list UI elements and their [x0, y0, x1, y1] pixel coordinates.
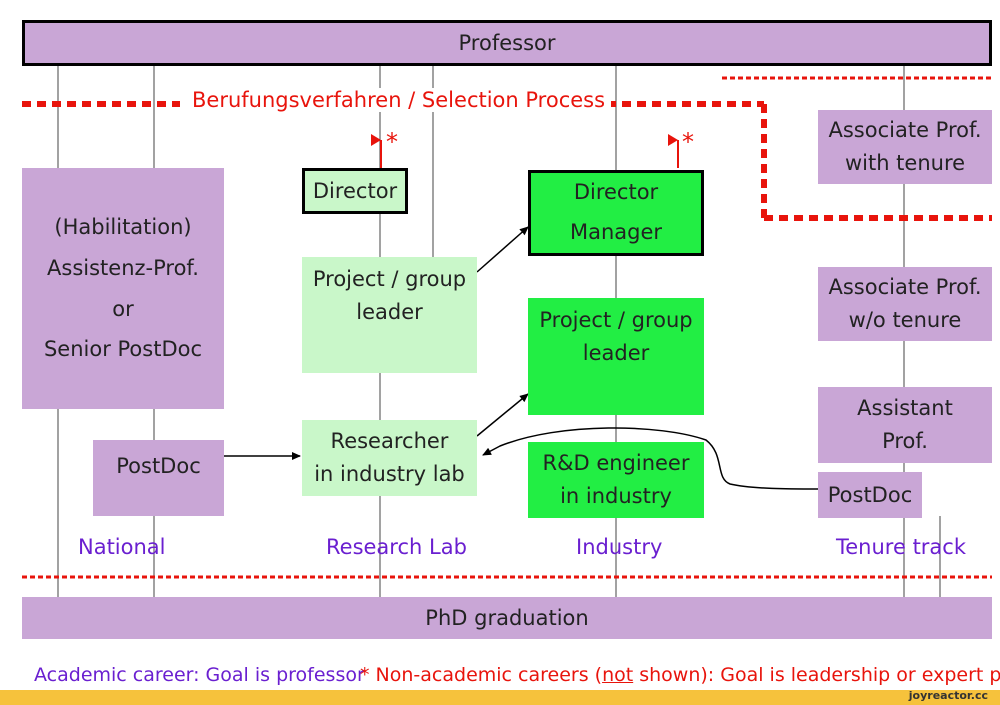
project-leader-industry-box: Project / group leader	[528, 298, 704, 415]
director-manager-box: Director Manager	[528, 170, 704, 256]
asterisk-industry: *	[682, 128, 694, 156]
associate-prof-wo-tenure-line: Associate Prof.	[828, 275, 982, 300]
project-leader-lab-line: leader	[356, 299, 423, 324]
research-lab-track-label: Research Lab	[326, 535, 467, 559]
habilitation-box: (Habilitation) Assistenz-Prof. or Senior…	[22, 168, 224, 409]
watermark-bar	[0, 690, 1000, 705]
associate-prof-tenure-box: Associate Prof. with tenure	[818, 110, 992, 184]
associate-prof-wo-tenure-box: Associate Prof. w/o tenure	[818, 267, 992, 341]
phd-graduation-box: PhD graduation	[22, 597, 992, 639]
postdoc-tenure-box: PostDoc	[818, 472, 922, 518]
senior-postdoc-line: Senior PostDoc	[43, 337, 203, 362]
arrow-researcher-to-project-leader	[476, 393, 529, 437]
asterisk-lab: *	[386, 128, 398, 156]
footer-note-part: * Non-academic careers (	[360, 664, 603, 686]
researcher-lab-line: in industry lab	[314, 462, 465, 486]
project-leader-lab-box: Project / group leader	[302, 257, 477, 373]
footer-nonacademic-note: * Non-academic careers (not shown): Goal…	[360, 664, 1000, 686]
assistant-prof-box: Assistant Prof.	[818, 387, 992, 463]
arrow-project-leader-to-director	[476, 226, 529, 273]
researcher-lab-line: Researcher	[330, 429, 449, 454]
postdoc-tenure-label: PostDoc	[827, 482, 913, 507]
footer-note-part: shown): Goal is leadership or expert pos…	[639, 664, 1000, 686]
director-manager-line: Director	[573, 180, 659, 205]
or-line: or	[112, 296, 134, 321]
national-track-label: National	[78, 535, 166, 559]
project-leader-industry-line: leader	[582, 340, 650, 365]
director-lab-box: Director	[302, 168, 408, 214]
rd-engineer-line: R&D engineer	[542, 451, 690, 476]
industry-track-label: Industry	[576, 535, 663, 559]
assistant-prof-line: Assistant	[857, 396, 953, 421]
assistant-prof-line: Prof.	[882, 429, 928, 453]
habilitation-line: (Habilitation)	[54, 214, 192, 239]
associate-prof-tenure-line: Associate Prof.	[828, 118, 982, 143]
professor-box: Professor	[22, 20, 992, 66]
director-lab-label: Director	[312, 178, 398, 203]
director-manager-line: Manager	[569, 220, 663, 244]
tenure-track-label: Tenure track	[836, 535, 967, 559]
selection-process-label: Berufungsverfahren / Selection Process	[186, 88, 612, 112]
project-leader-lab-line: Project / group	[312, 267, 467, 291]
rd-engineer-box: R&D engineer in industry	[528, 442, 704, 518]
footer-note-not: not	[602, 664, 634, 686]
watermark-text: joyreactor.cc	[908, 689, 988, 702]
footer-academic-note: Academic career: Goal is professor	[34, 664, 365, 686]
arrow-postdoc-to-researcher-curve	[482, 427, 819, 490]
rd-engineer-line: in industry	[560, 484, 672, 508]
phd-graduation-label: PhD graduation	[425, 605, 589, 630]
postdoc-national-label: PostDoc	[116, 454, 201, 478]
professor-label: Professor	[458, 30, 556, 55]
associate-prof-tenure-line: with tenure	[844, 151, 966, 175]
postdoc-national-box: PostDoc	[93, 440, 224, 516]
researcher-lab-box: Researcher in industry lab	[302, 420, 477, 496]
project-leader-industry-line: Project / group	[539, 308, 693, 332]
assistenz-prof-line: Assistenz-Prof.	[47, 255, 199, 280]
associate-prof-wo-tenure-line: w/o tenure	[848, 308, 962, 332]
selection-process-line	[22, 76, 992, 579]
